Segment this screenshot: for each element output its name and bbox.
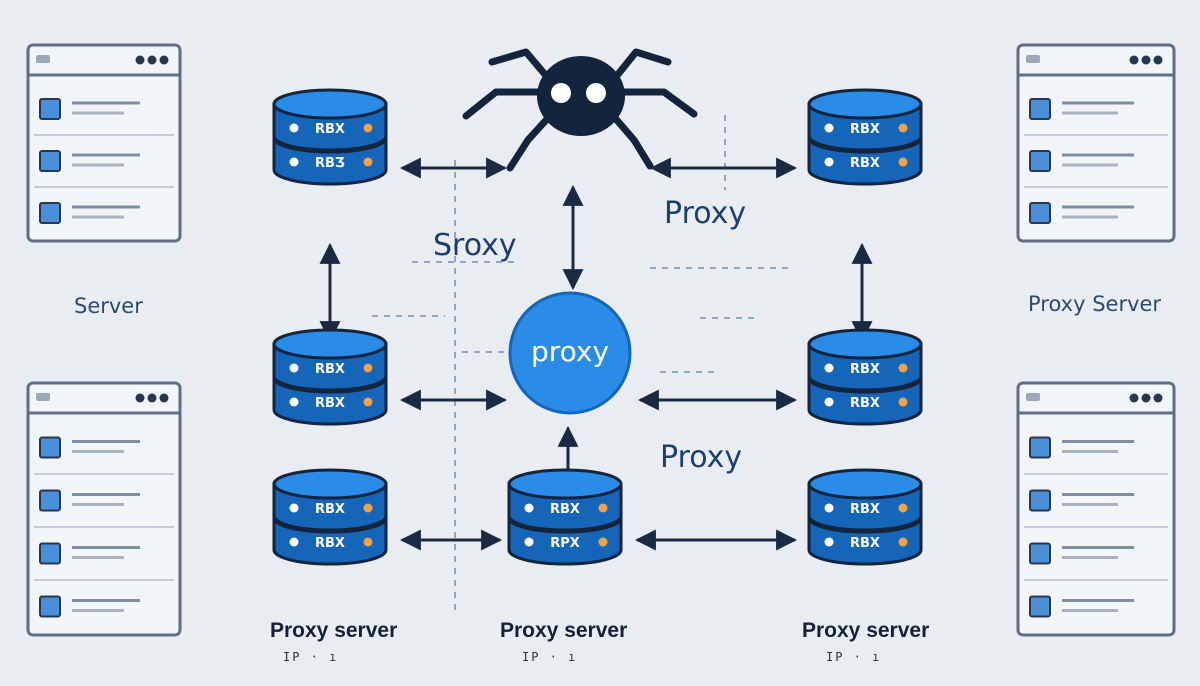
window-panel-bottom-right <box>1016 381 1176 637</box>
window-panel-top-right <box>1016 43 1176 243</box>
server-stack-icon-bottom-right: RBX RBX <box>807 468 923 566</box>
proxy-label-mid: Proxy <box>660 440 743 475</box>
proxy-hub-label: proxy <box>530 335 610 368</box>
proxy-server-label: Proxy Server <box>1028 292 1162 316</box>
caption-title-left: Proxy server <box>270 619 398 642</box>
server-disk-label: RBX <box>850 122 880 137</box>
server-disk-label: RBX <box>850 156 880 171</box>
server-stack-icon-mid-right: RBX RBX <box>807 328 923 426</box>
caption-ip-center: IP · ı <box>522 650 578 664</box>
caption-title-center: Proxy server <box>500 619 628 642</box>
server-disk-label: RBƷ <box>315 156 345 171</box>
sroxy-label: Sroxy <box>433 228 517 263</box>
window-panel-top-left <box>26 43 182 243</box>
server-disk-label: RBX <box>315 502 345 517</box>
caption-title-right: Proxy server <box>802 619 930 642</box>
server-disk-label: RBX <box>315 122 345 137</box>
server-stack-icon-bottom-left: RBX RBX <box>272 468 388 566</box>
server-disk-label: RBX <box>550 502 580 517</box>
server-disk-label: RBX <box>315 362 345 377</box>
server-disk-label: RBX <box>850 362 880 377</box>
server-disk-label: RBX <box>315 536 345 551</box>
window-panel-bottom-left <box>26 381 182 637</box>
server-disk-label: RBX <box>315 396 345 411</box>
server-stack-icon-mid-left: RBX RBX <box>272 328 388 426</box>
server-disk-label: RBX <box>850 396 880 411</box>
server-label: Server <box>74 294 143 318</box>
proxy-hub-icon <box>508 291 632 415</box>
server-stack-icon-bottom-center: RPX RBX <box>507 468 623 566</box>
server-stack-icon-top-right: RBX RBX <box>807 88 923 186</box>
server-stack-icon-top-left: RBƷ RBX <box>272 88 388 186</box>
server-disk-label: RBX <box>850 536 880 551</box>
server-disk-label: RBX <box>850 502 880 517</box>
spider-icon <box>462 48 698 172</box>
caption-ip-left: IP · ı <box>283 650 339 664</box>
proxy-label-top: Proxy <box>664 196 747 231</box>
caption-ip-right: IP · ı <box>826 650 882 664</box>
server-disk-label: RPX <box>550 536 580 551</box>
